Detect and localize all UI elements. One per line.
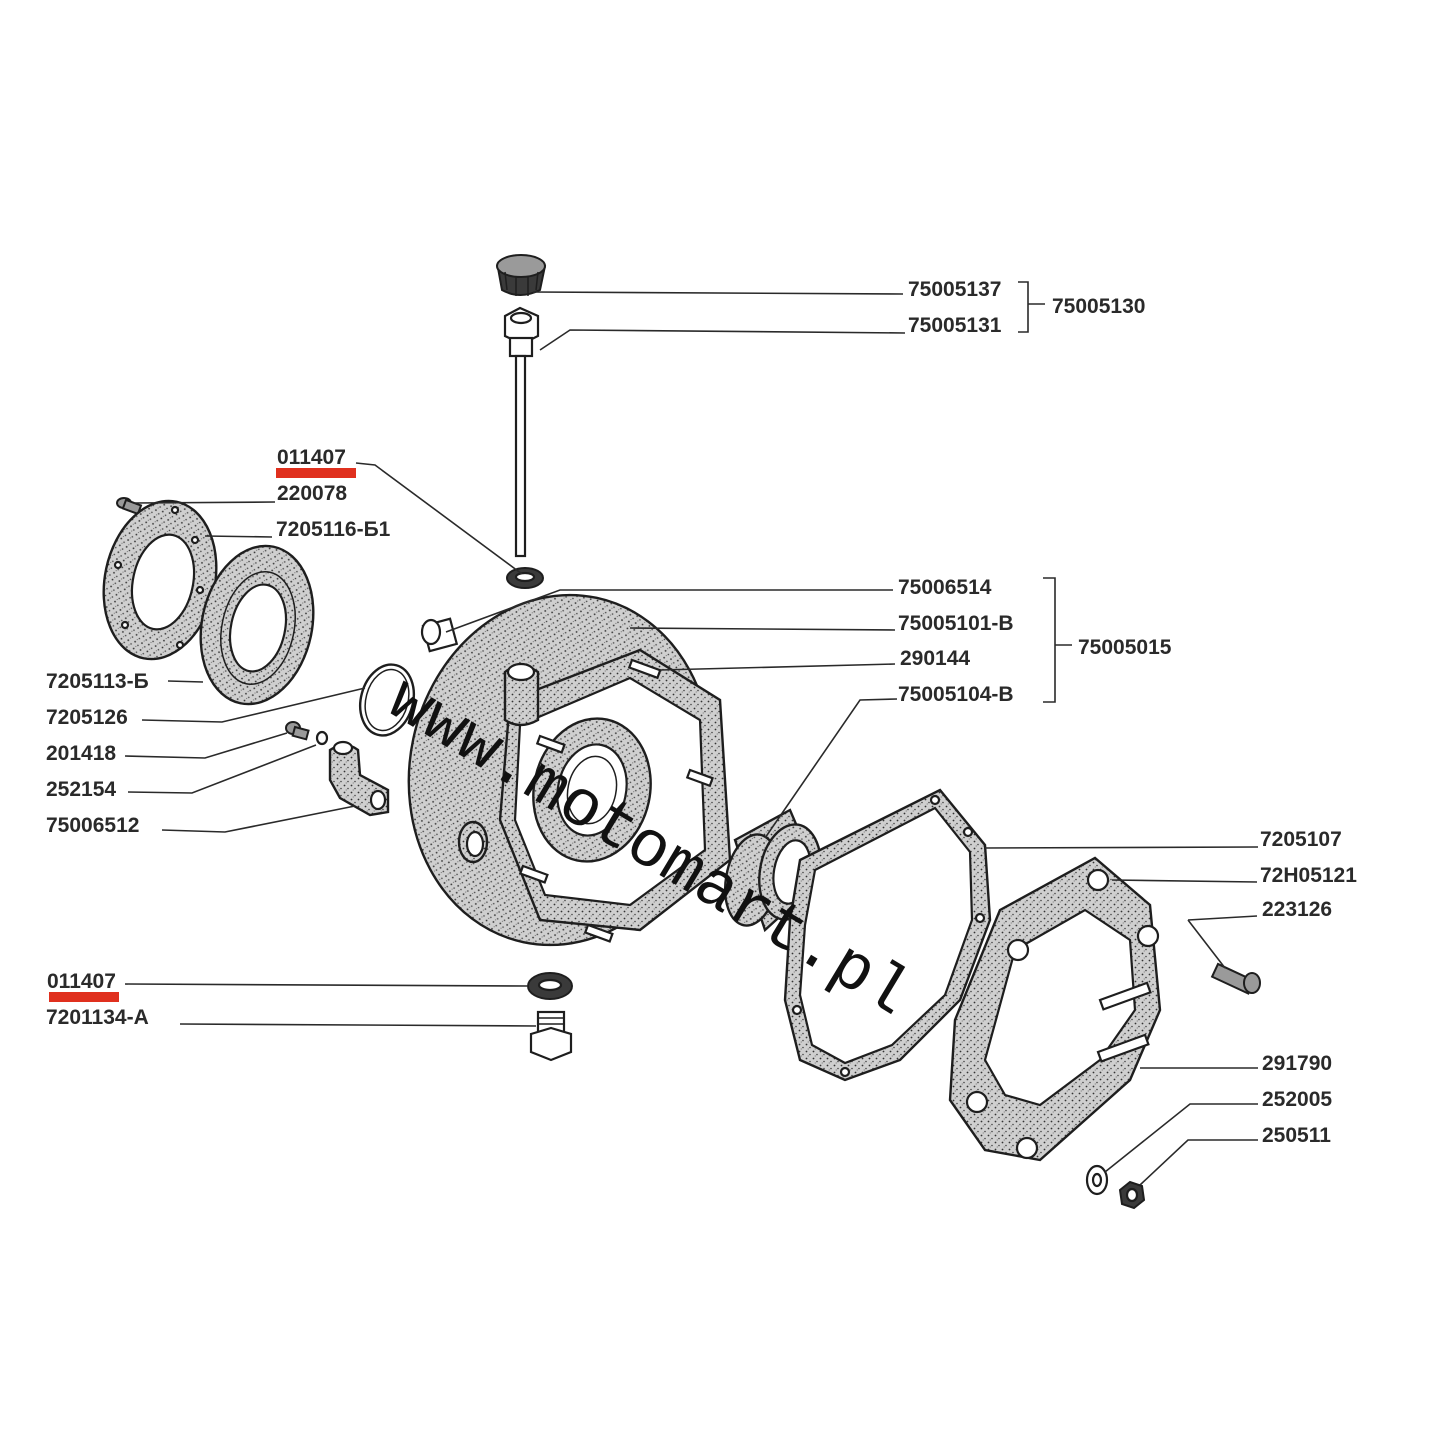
part-label-201418: 201418	[46, 742, 116, 765]
nut-250511-drawing	[1118, 1180, 1146, 1210]
highlight-marker-bottom	[49, 992, 119, 1002]
dipstick-cap-drawing	[496, 254, 547, 296]
o-ring-drawing	[359, 663, 415, 737]
screw-201418-drawing	[285, 721, 329, 746]
part-label-72h05121: 72Н05121	[1260, 864, 1357, 887]
part-label-7201134-a: 7201134-А	[46, 1006, 149, 1029]
part-label-290144: 290144	[900, 647, 970, 670]
part-label-7205116-b1: 7205116-Б1	[276, 518, 391, 541]
cover-gasket-drawing	[783, 788, 992, 1082]
bolt-223126-drawing	[1210, 962, 1261, 995]
part-label-7205113-b: 7205113-Б	[46, 670, 149, 693]
part-label-75006512: 75006512	[46, 814, 139, 837]
part-label-7205107: 7205107	[1260, 828, 1342, 851]
screw-220078-drawing	[116, 497, 143, 516]
part-label-291790: 291790	[1262, 1052, 1332, 1075]
part-label-220078: 220078	[277, 482, 347, 505]
breather-bracket-drawing	[328, 740, 390, 817]
highlight-marker-top	[276, 468, 356, 478]
part-label-7205126: 7205126	[46, 706, 128, 729]
part-label-75005131: 75005131	[908, 314, 1002, 337]
leader-lines	[124, 281, 1259, 1186]
part-label-223126: 223126	[1262, 898, 1332, 921]
part-label-75006514: 75006514	[898, 576, 992, 599]
part-label-75005137: 75005137	[908, 278, 1001, 301]
drain-plug-drawing	[529, 1010, 573, 1062]
bearing-sleeve-drawing	[723, 808, 822, 933]
washer-252005-drawing	[1085, 1164, 1109, 1196]
locating-bushing-drawing	[420, 617, 459, 653]
group-label-75005015: 75005015	[1078, 636, 1172, 659]
oil-seal-drawing	[199, 544, 315, 706]
part-label-250511: 250511	[1262, 1124, 1331, 1147]
part-label-75005104-b: 75005104-В	[898, 683, 1014, 706]
part-label-252005: 252005	[1262, 1088, 1332, 1111]
gear-cover-drawing	[948, 856, 1162, 1162]
dipstick-drawing	[503, 306, 540, 558]
part-label-011407-bottom: 011407	[47, 970, 116, 993]
gear-housing-drawing	[407, 593, 732, 947]
part-label-011407-top: 011407	[277, 446, 346, 469]
group-label-75005130: 75005130	[1052, 295, 1145, 318]
part-label-252154: 252154	[46, 778, 116, 801]
part-label-75005101-b: 75005101-В	[898, 612, 1014, 635]
